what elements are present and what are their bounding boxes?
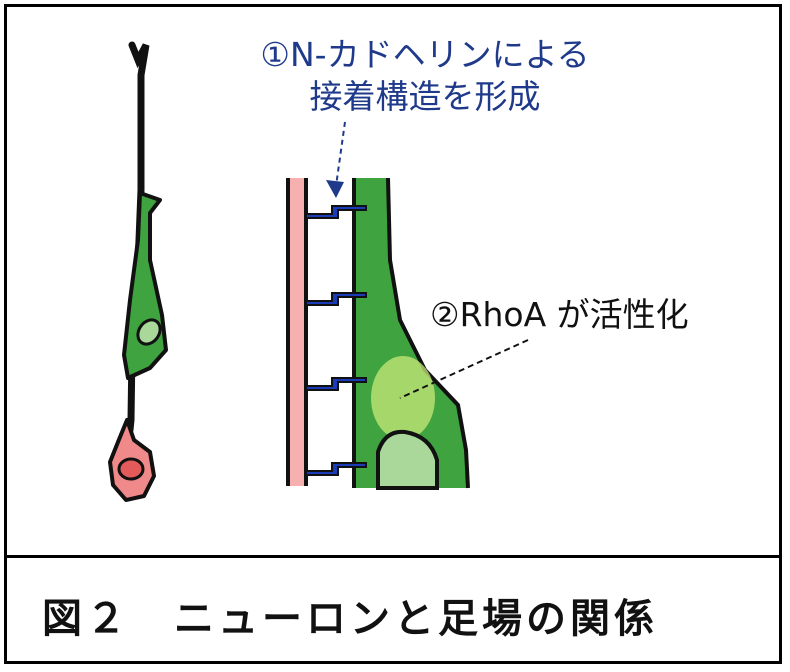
figure-frame <box>4 4 782 664</box>
magnified-illustration <box>286 121 529 490</box>
adhesion-label-line2: 接着構造を形成 <box>309 77 541 116</box>
adhesion-label: ①N-カドヘリンによる 接着構造を形成 <box>190 34 660 118</box>
rhoa-pointer <box>399 339 529 399</box>
left-neuron-illustration <box>108 41 168 502</box>
green-neuron-nucleus <box>136 318 162 346</box>
radial-fiber <box>126 41 150 434</box>
junction-3 <box>305 377 367 391</box>
rhoa-label: ②RhoA が活性化 <box>430 295 689 334</box>
junction-2 <box>305 292 367 306</box>
figure-caption: 図２ ニューロンと足場の関係 <box>42 596 658 642</box>
adhesion-pointer <box>335 121 346 187</box>
red-neuron-nucleus <box>117 457 145 481</box>
green-neuron <box>122 191 168 380</box>
junction-1 <box>305 205 367 219</box>
adhesion-arrowhead <box>326 180 344 198</box>
caption-divider <box>4 555 782 558</box>
n-cadherin-junctions <box>305 205 367 476</box>
adhesion-label-line1: ①N-カドヘリンによる <box>260 35 590 74</box>
scaffold-fiber <box>288 178 306 486</box>
rhoa-active-region <box>371 356 435 440</box>
junction-4 <box>305 462 367 476</box>
neuron-nucleus <box>376 429 439 490</box>
